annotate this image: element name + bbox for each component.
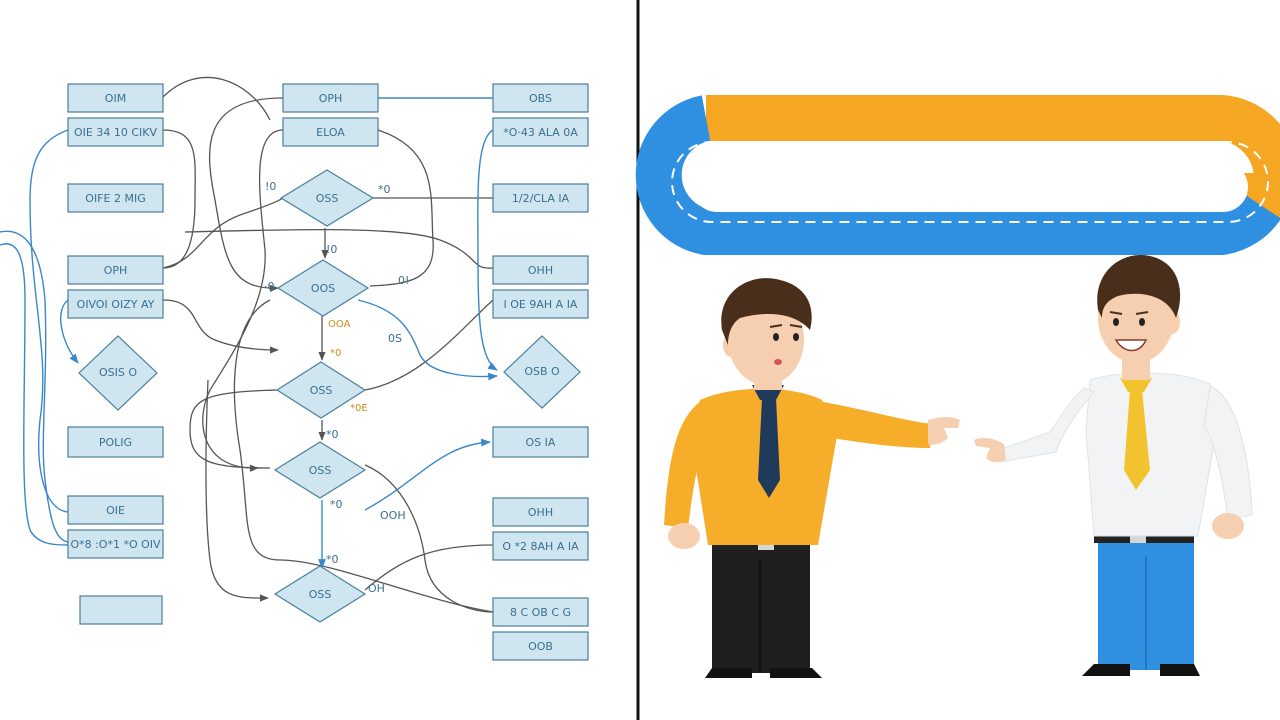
loop-track [635,95,1280,255]
illustration-panel [635,95,1280,678]
left-person-head [728,295,804,385]
flow-box-label: OIE [106,504,125,517]
boxes-left: OIM OIE 34 10 CIKV OIFE 2 MIG OPH OIVOI … [67,83,164,625]
flowchart-panel: OIM OIE 34 10 CIKV OIFE 2 MIG OPH OIVOI … [0,76,589,661]
flow-box [282,117,379,147]
annotation: ·0 [264,280,275,293]
boxes-middle: OPH ELOA [282,83,379,147]
flow-box-label: I OE 9AH A IA [504,298,578,311]
annotation: *0 [378,183,391,196]
flow-box-label: *O·43 ALA 0A [503,126,578,139]
flow-box-label: ELOA [316,126,345,139]
flow-decision [279,169,375,227]
flow-box-label: OIFE 2 MIG [85,192,145,205]
annotation: *0 [326,553,339,566]
flow-box-label: OIVOI OIZY AY [77,298,155,311]
annotation: !0 [326,243,337,256]
flow-box [492,597,589,627]
flow-box-label: OPH [319,92,343,105]
flow-box [67,529,164,559]
flow-box [67,289,164,319]
flow-decision-label: OSS [310,384,333,397]
flowchart-connectors-blue [0,97,498,569]
flow-decision [273,441,367,499]
flowchart-connectors [162,76,494,613]
flow-box [67,117,164,147]
flow-box-label: OHH [528,264,553,277]
flow-box-label: OIM [105,92,126,105]
flow-decision [276,259,370,317]
flow-decision-label: OSS [309,464,332,477]
flow-box [67,495,164,525]
left-person-hair [721,278,812,345]
flow-box-label: OBS [529,92,552,105]
flow-decision-label: OSB O [524,365,560,378]
flow-box [492,289,589,319]
track-blue-segment [635,95,1280,255]
left-person-shoe [770,668,822,678]
flow-box-label: 8 C OB C G [510,606,571,619]
flow-box-label: POLIG [99,436,132,449]
right-person-shirt [1085,372,1219,537]
track-inner-area [692,162,1248,212]
track-center-line [671,141,1269,223]
flow-decision-label: OSS [309,588,332,601]
right-person [974,254,1253,676]
annotation-orange: *0E [350,403,368,414]
boxes-right: OBS *O·43 ALA 0A 1/2/CLA IA OHH I OE 9AH… [492,83,589,661]
flow-box [67,255,164,285]
flow-decision [275,361,367,419]
annotation: OH [368,582,385,595]
annotation: *0 [330,498,343,511]
flow-box [492,183,589,213]
flow-decision [78,335,158,411]
flow-box-label: O *2 8AH A IA [502,540,579,553]
flow-box [282,83,379,113]
right-person-smile [1114,339,1148,352]
annotation: 0! [398,274,409,287]
flow-box [492,117,589,147]
right-person-tie [1124,390,1150,490]
annotation: 0S [388,332,402,345]
annotation-orange: *0 [330,348,341,359]
connector-annotations: !0 *0 !0 ·0 0! 0S *0 *0 OOH *0 OH OOA *0… [264,180,409,595]
flow-box [67,183,164,213]
annotation: OOH [380,509,406,522]
flow-box [492,255,589,285]
flow-box [492,531,589,561]
flow-box-label: OPH [104,264,128,277]
flow-box [492,497,589,527]
annotation: *0 [326,428,339,441]
flow-decision [503,335,581,409]
flow-box [492,631,589,661]
left-person-tie [758,398,780,498]
right-person-shoe [1082,664,1130,676]
flow-box-label: OHH [528,506,553,519]
right-person-hair [1097,254,1181,318]
left-person [664,278,960,678]
flow-decision-label: OOS [311,282,335,295]
annotation: !0 [265,180,276,193]
flow-box [492,83,589,113]
flow-decision-label: OSIS O [99,366,137,379]
flow-box-label: OIE 34 10 CIKV [74,126,157,139]
flow-box [492,426,589,458]
flow-box-label: OOB [528,640,553,653]
annotation-orange: OOA [328,319,351,330]
flow-box [67,426,164,458]
flow-decision-label: OSS [316,192,339,205]
flow-box-label: OS IA [526,436,556,449]
flow-box-label: 1/2/CLA IA [512,192,570,205]
decision-diamonds: OSS OOS OSIS O OSB O OSS OSS OSS [78,169,581,623]
flow-decision [273,565,367,623]
track-orange-segment [706,95,1280,219]
right-person-pointing-hand [974,437,1006,462]
right-person-shoe [1160,664,1200,676]
flow-box-label: O*8 :O*1 *O OIV [70,538,161,551]
left-person-shoe [705,668,752,678]
flow-box [79,595,163,625]
left-person-pointing-hand [928,417,960,445]
flow-box [67,83,164,113]
